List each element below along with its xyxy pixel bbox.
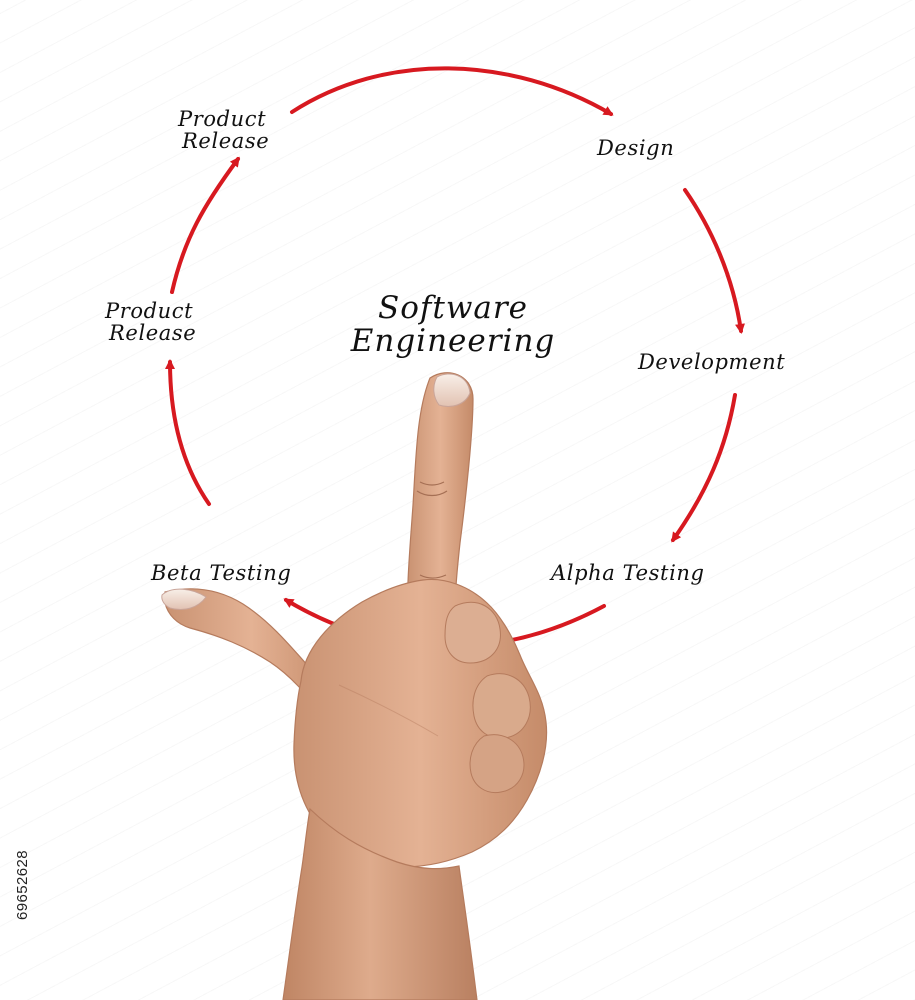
node-beta-testing: Beta Testing [151, 562, 291, 584]
arrow-beta-testing-to-product-release-left [170, 362, 209, 504]
node-development: Development [638, 351, 785, 373]
arrow-design-to-development [685, 190, 741, 331]
center-title-line1: Software [303, 292, 603, 325]
center-title: Software Engineering [303, 292, 603, 357]
hand-illustration [162, 373, 547, 1000]
arrow-product-release-left-to-product-release-top [172, 159, 238, 292]
node-product-release-left-line1: Product [105, 300, 196, 322]
node-design: Design [597, 137, 674, 159]
stock-image-id: 69652628 [14, 850, 31, 920]
folded-finger-1 [445, 602, 500, 663]
node-product-release-top: Product Release [178, 108, 269, 152]
node-product-release-left-line2: Release [105, 322, 196, 344]
arrow-product-release-to-design [292, 68, 611, 114]
folded-finger-2 [473, 674, 530, 739]
node-alpha-testing: Alpha Testing [551, 562, 705, 584]
center-title-line2: Engineering [303, 325, 603, 358]
node-product-release-top-line1: Product [178, 108, 269, 130]
arrow-development-to-alpha-testing [673, 395, 735, 540]
stock-id-container: 69652628 [14, 770, 34, 920]
node-product-release-top-line2: Release [178, 130, 269, 152]
folded-finger-3 [470, 735, 524, 793]
node-product-release-left: Product Release [105, 300, 196, 344]
